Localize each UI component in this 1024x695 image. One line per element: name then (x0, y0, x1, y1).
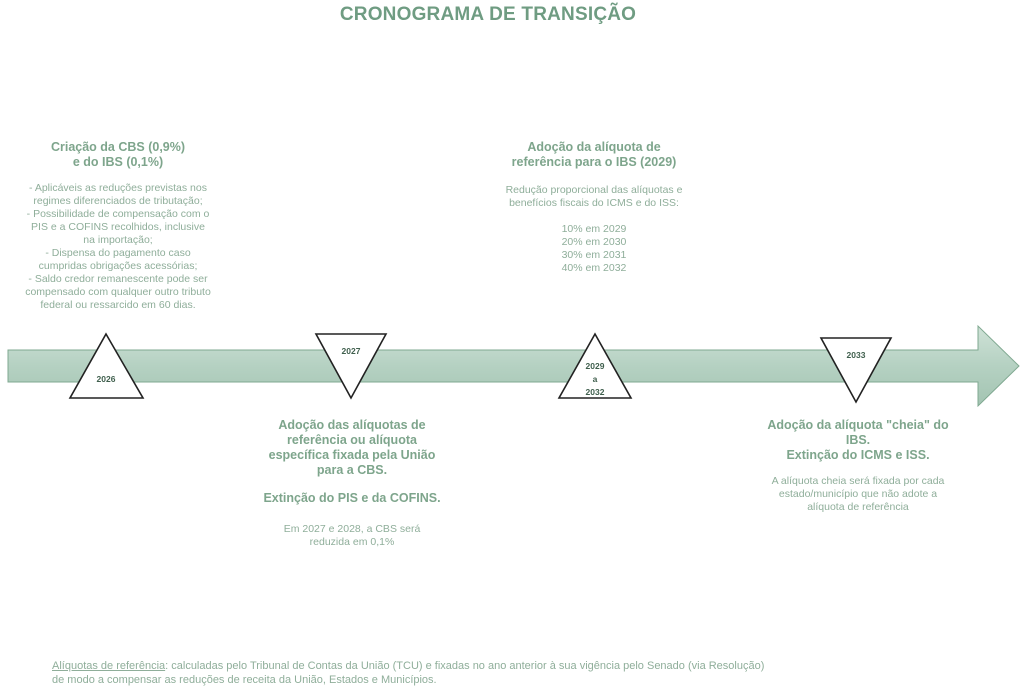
milestone-label-2027: 2027 (342, 346, 361, 356)
timeline-arrow (7, 324, 1020, 408)
milestone-marker-2029-2032: 2029 a 2032 (557, 332, 633, 399)
milestone-body: - Aplicáveis as reduções previstas nos r… (25, 182, 211, 311)
footnote-line1: : calculadas pelo Tribunal de Contas da … (165, 660, 765, 672)
schedule-item: 30% em 2031 (561, 249, 627, 261)
milestone-heading: Adoção das alíquotas de referência ou al… (238, 418, 466, 506)
milestone-marker-2026: 2026 (68, 332, 145, 399)
milestone-body: A alíquota cheia será fixada por cada es… (771, 475, 945, 513)
milestone-text-2026: Criação da CBS (0,9%) e do IBS (0,1%) - … (2, 140, 234, 312)
schedule-item: 10% em 2029 (561, 223, 627, 235)
milestone-text-2027: Adoção das alíquotas de referência ou al… (238, 418, 466, 549)
schedule-item: 40% em 2032 (561, 262, 627, 274)
milestone-marker-2033: 2033 (819, 337, 893, 404)
footnote-line2: de modo a compensar as reduções de recei… (52, 674, 437, 686)
milestone-text-2033: Adoção da alíquota "cheia" do IBS. Extin… (744, 418, 972, 514)
milestone-text-2029-2032: Adoção da alíquota de referência para o … (476, 140, 712, 275)
milestone-label-2033: 2033 (847, 350, 866, 360)
milestone-label-line: 2032 (586, 387, 605, 397)
page-title: CRONOGRAMA DE TRANSIÇÃO (339, 4, 637, 25)
milestone-heading: Criação da CBS (0,9%) e do IBS (0,1%) (50, 140, 186, 169)
milestone-label-2026: 2026 (97, 374, 116, 384)
milestone-marker-2027: 2027 (314, 333, 388, 400)
milestone-body: Em 2027 e 2028, a CBS será reduzida em 0… (283, 523, 421, 548)
milestone-label-line: a (593, 374, 598, 384)
milestone-heading: Adoção da alíquota "cheia" do IBS. Extin… (767, 418, 949, 462)
milestone-heading-extinction: Extinção do PIS e da COFINS. (263, 491, 441, 505)
milestone-label-line: 2029 (586, 361, 605, 371)
footnote-term: Alíquotas de referência (52, 660, 166, 672)
schedule-item: 20% em 2030 (561, 236, 627, 248)
milestone-body: Redução proporcional das alíquotas e ben… (476, 184, 712, 275)
footnote: Alíquotas de referência: calculadas pelo… (52, 659, 952, 687)
milestone-heading: Adoção da alíquota de referência para o … (511, 140, 677, 169)
